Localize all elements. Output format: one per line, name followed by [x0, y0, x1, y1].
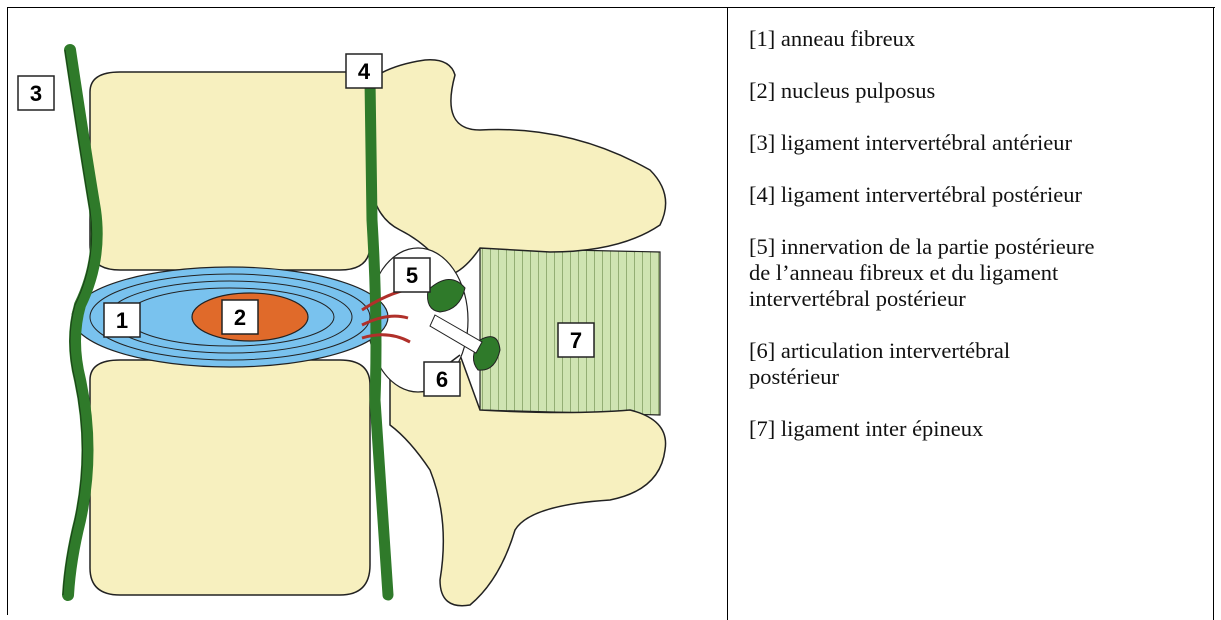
- upper-posterior-arch: [370, 60, 666, 275]
- right-border: [1213, 7, 1214, 620]
- label-7: 7: [558, 323, 594, 357]
- label-4: 4: [346, 54, 382, 88]
- svg-text:3: 3: [30, 81, 42, 106]
- column-divider: [727, 7, 728, 620]
- spine-illustration: 3 4 1 2 5 6 7: [10, 20, 722, 610]
- legend-item-3: [3] ligament intervertébral antérieur: [749, 130, 1199, 156]
- label-6: 6: [424, 362, 460, 396]
- svg-text:2: 2: [234, 305, 246, 330]
- svg-text:1: 1: [116, 308, 128, 333]
- legend-item-4: [4] ligament intervertébral postérieur: [749, 182, 1199, 208]
- upper-vertebral-body: [90, 72, 370, 270]
- legend-item-1: [1] anneau fibreux: [749, 26, 1199, 52]
- legend-item-7: [7] ligament inter épineux: [749, 416, 1199, 442]
- label-5: 5: [394, 258, 430, 292]
- label-2: 2: [222, 300, 258, 334]
- label-1: 1: [104, 303, 140, 337]
- label-3: 3: [18, 76, 54, 110]
- svg-text:4: 4: [358, 59, 371, 84]
- lower-vertebral-body: [90, 360, 370, 595]
- legend-item-5: [5] innervation de la partie postérieure…: [749, 234, 1199, 312]
- svg-text:6: 6: [436, 367, 448, 392]
- legend: [1] anneau fibreux [2] nucleus pulposus …: [749, 26, 1199, 442]
- legend-item-6: [6] articulation intervertébral postérie…: [749, 338, 1199, 390]
- svg-text:7: 7: [570, 328, 582, 353]
- svg-text:5: 5: [406, 263, 418, 288]
- legend-item-2: [2] nucleus pulposus: [749, 78, 1199, 104]
